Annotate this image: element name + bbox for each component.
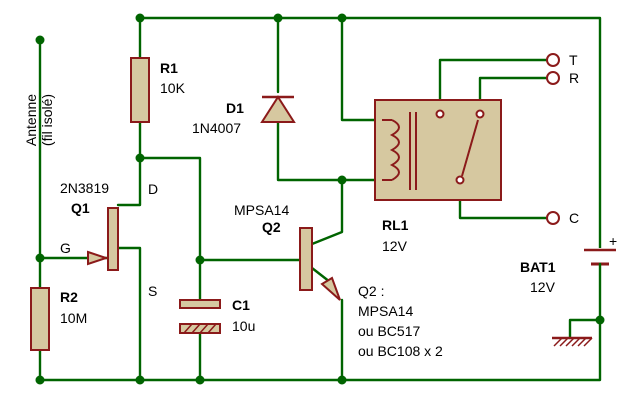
terminal-r [546,71,560,85]
source-wire [116,246,142,382]
junctions [35,13,605,385]
antenna-label: Antenne [23,94,39,146]
junction-dot [337,175,347,185]
junction-dot [273,13,283,23]
q1-jfet [87,207,119,271]
rl1-name: RL1 [382,217,409,233]
drain-to-c1-wire [138,156,202,262]
r2-name: R2 [60,289,78,305]
bat1-battery [580,248,620,322]
relay-t-wire [438,58,550,116]
rl1-value: 12V [382,238,408,254]
note-line-1: Q2 : [358,283,384,299]
note-line-3: ou BC517 [358,323,420,339]
note-line-4: ou BC108 x 2 [358,343,443,359]
terminal-t [546,53,560,67]
top-rail-wire [138,16,602,250]
c1-capacitor [179,299,221,334]
junction-dot [135,153,145,163]
r1-value: 10K [160,80,186,96]
antenna-end-dot [35,35,45,45]
terminal-c-label: C [569,210,579,226]
junction-dot [135,375,145,385]
junction-dot [135,13,145,23]
antenna-label-group: Antenne (fil isolé) [23,94,55,146]
bat1-value: 12V [530,279,556,295]
q1-pin-g: G [60,240,71,256]
junction-dot [35,253,45,263]
c1-value: 10u [232,318,255,334]
q2-name: Q2 [262,219,281,235]
wires [38,16,602,382]
q1-pin-s: S [148,283,157,299]
junction-dot [337,13,347,23]
r1-name: R1 [160,60,178,76]
drain-wire [116,156,142,207]
rl1-relay [374,99,502,201]
junction-dot [195,375,205,385]
r2-resistor [30,287,50,351]
c1-name: C1 [232,297,250,313]
junction-dot [195,255,205,265]
d1-value: 1N4007 [192,120,241,136]
q1-name: Q1 [71,200,90,216]
junction-dot [35,375,45,385]
ground-wire [568,318,602,340]
q2-collector-wire [310,178,344,246]
d1-diode [260,95,296,123]
q1-pin-d: D [148,181,158,197]
junction-dot [337,375,347,385]
bottom-rail-wire [38,318,602,382]
d1-wire [276,16,344,182]
note-line-2: MPSA14 [358,303,413,319]
antenna-sub-label: (fil isolé) [39,94,55,146]
terminal-c [546,211,560,225]
bat1-name: BAT1 [520,259,556,275]
d1-name: D1 [226,100,244,116]
q1-type: 2N3819 [60,180,109,196]
q2-transistor [299,227,341,301]
q2-type: MPSA14 [234,202,289,218]
bat1-plus: + [609,233,617,249]
ground-symbol [552,336,593,347]
terminal-t-label: T [569,52,578,68]
r2-value: 10M [60,310,87,326]
r1-resistor [130,57,150,123]
terminal-r-label: R [569,70,579,86]
q2-emitter-wire [310,266,344,382]
